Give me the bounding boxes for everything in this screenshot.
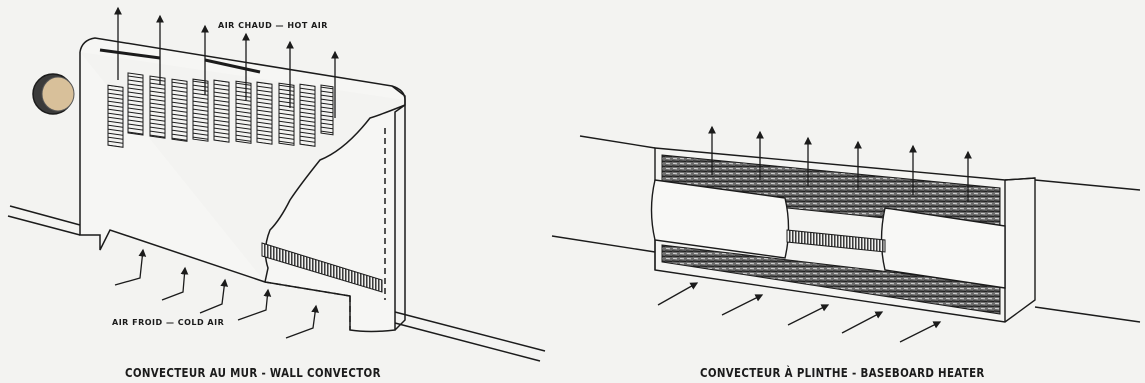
wall-convector-caption: CONVECTEUR AU MUR - WALL CONVECTOR	[125, 365, 381, 380]
floor-line	[10, 206, 80, 225]
baseboard-heater-figure	[552, 127, 1140, 342]
thermostat-icon	[33, 74, 74, 114]
cold-air-label: AIR FROID — COLD AIR	[112, 318, 224, 327]
hot-air-label: AIR CHAUD — HOT AIR	[218, 21, 328, 30]
baseboard-heater-caption: CONVECTEUR À PLINTHE - BASEBOARD HEATER	[700, 365, 985, 380]
wall-convector-figure	[8, 8, 545, 361]
